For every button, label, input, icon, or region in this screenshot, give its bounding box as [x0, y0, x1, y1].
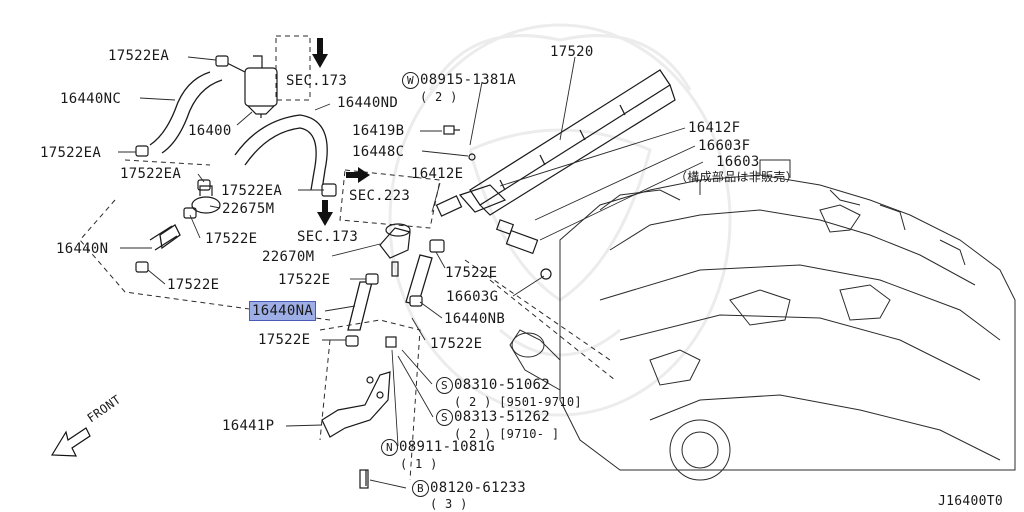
fastener-code: 08911-1081G [399, 439, 496, 455]
section-ref-sec173[interactable]: SEC.173 [297, 229, 359, 245]
fastener-qty: ( 2 ) [9501-9710] [454, 395, 582, 409]
screw-symbol-icon: S [436, 409, 453, 426]
arrow-down-icon [312, 38, 328, 68]
part-label-16440na-selected[interactable]: 16440NA [249, 301, 317, 321]
hoses [149, 71, 433, 331]
fuel-filter [224, 55, 278, 118]
bracket [321, 371, 391, 438]
part-label-17522ea[interactable]: 17522EA [108, 48, 170, 64]
section-ref-sec173[interactable]: SEC.173 [286, 73, 348, 89]
part-label-16440nb[interactable]: 16440NB [444, 311, 506, 327]
fuel-rail [435, 69, 676, 217]
part-label-17522ea[interactable]: 17522EA [120, 166, 182, 182]
part-label-16400[interactable]: 16400 [188, 123, 232, 139]
engine-block [509, 159, 1016, 481]
part-label-17522e[interactable]: 17522E [258, 332, 311, 348]
section-ref-sec223[interactable]: SEC.223 [349, 188, 411, 204]
leader-lines [118, 56, 704, 489]
front-arrow-icon [50, 427, 91, 457]
dashed-group-lines [79, 35, 616, 481]
bolt-symbol-icon: B [412, 480, 429, 497]
washer-symbol-icon: W [402, 72, 419, 89]
screw-symbol-icon: S [436, 377, 453, 394]
arrow-down-icon [317, 200, 333, 226]
part-label-16412e[interactable]: 16412E [411, 166, 464, 182]
fastener-qty: ( 2 ) [9710- ] [454, 427, 560, 441]
nut-symbol-icon: N [381, 439, 398, 456]
part-label-16448c[interactable]: 16448C [352, 144, 405, 160]
part-label-17522ea[interactable]: 17522EA [221, 183, 283, 199]
part-label-16440n[interactable]: 16440N [56, 241, 109, 257]
part-label-16440nd[interactable]: 16440ND [337, 95, 399, 111]
part-label-17522e[interactable]: 17522E [445, 265, 498, 281]
fastener-qty: ( 1 ) [400, 457, 438, 471]
fasteners [359, 125, 476, 489]
part-label-16603f[interactable]: 16603F [698, 138, 751, 154]
part-label-16419b[interactable]: 16419B [352, 123, 405, 139]
fastener-code: 08313-51262 [454, 409, 551, 425]
part-label-16440nc[interactable]: 16440NC [60, 91, 122, 107]
fastener-code: 08310-51062 [454, 377, 551, 393]
part-label-22670m[interactable]: 22670M [262, 249, 315, 265]
injector [495, 219, 552, 280]
part-label-16412f[interactable]: 16412F [688, 120, 741, 136]
part-label-16603[interactable]: 16603 [716, 154, 760, 170]
part-label-16603g[interactable]: 16603G [446, 289, 499, 305]
part-label-16441p[interactable]: 16441P [222, 418, 275, 434]
fastener-code: 08915-1381A [420, 72, 517, 88]
fastener-qty: ( 3 ) [430, 497, 468, 511]
fastener-code: 08120-61233 [430, 480, 527, 496]
part-label-17522e[interactable]: 17522E [167, 277, 220, 293]
regulator-valves [191, 185, 411, 259]
fastener-qty: ( 2 ) [420, 90, 458, 104]
part-label-17522e[interactable]: 17522E [205, 231, 258, 247]
arrow-right-icon [346, 167, 370, 183]
part-label-17522ea[interactable]: 17522EA [40, 145, 102, 161]
diagram-code: J16400T0 [938, 494, 1004, 509]
part-label-17522e[interactable]: 17522E [430, 336, 483, 352]
clamps [135, 55, 445, 347]
part-label-17522e[interactable]: 17522E [278, 272, 331, 288]
part-label-17520[interactable]: 17520 [550, 44, 594, 60]
part-label-22675m[interactable]: 22675M [222, 201, 275, 217]
part-note-not-sold: （構成部品は非販売） [675, 170, 799, 184]
